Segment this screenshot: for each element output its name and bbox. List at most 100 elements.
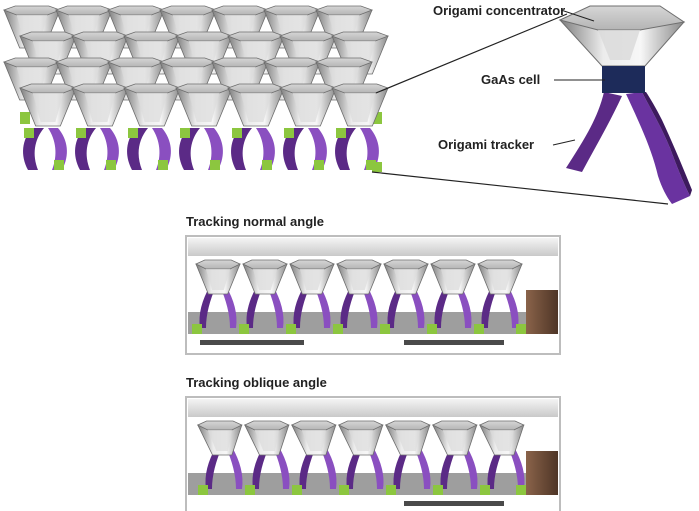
cup-rim: [195, 259, 241, 270]
tracker-ribbon: [256, 128, 275, 170]
tracker-ribbon: [434, 286, 451, 328]
cell-pad: [54, 160, 64, 170]
cup-inner: [301, 430, 326, 451]
cup-rim: [478, 420, 525, 431]
tracker-ribbon: [152, 128, 171, 170]
cup-rim: [106, 57, 166, 68]
tracker-ribbon: [308, 128, 327, 170]
cell-pad: [286, 324, 296, 334]
cup-rim: [196, 420, 243, 431]
tracker-ribbon: [502, 286, 519, 328]
tracker-ribbon: [314, 286, 331, 328]
tracker-ribbon: [179, 128, 200, 170]
panel-normal-title: Tracking normal angle: [186, 214, 324, 229]
zoom-line-top: [375, 13, 568, 94]
concentrator-cup: [196, 420, 243, 456]
tracker-ribbon: [199, 286, 216, 328]
concentrator-cup: [430, 259, 476, 295]
cup-rim: [158, 57, 218, 68]
cup-rim: [262, 5, 322, 16]
concentrator-cup: [122, 83, 182, 127]
cup-inner: [84, 93, 116, 122]
cup-rim: [336, 259, 382, 270]
concentrator-cup: [242, 259, 288, 295]
tracker-ribbon: [252, 447, 269, 489]
cell-pad: [180, 128, 190, 138]
panel-base: [188, 473, 558, 495]
cell-pad: [245, 485, 255, 495]
cell-pad: [427, 324, 437, 334]
cell-pad: [474, 324, 484, 334]
cell-pad: [106, 160, 116, 170]
tracker-ribbon-right-edge: [642, 92, 692, 196]
cup-inner: [207, 430, 232, 451]
concentrator-cup: [477, 259, 523, 295]
cell-pad: [433, 485, 443, 495]
cup-rim: [314, 57, 374, 68]
cup-inner: [136, 93, 168, 122]
tracker-ribbon: [220, 286, 237, 328]
concentrator-cup: [337, 420, 384, 456]
panel-top-glass: [188, 238, 558, 256]
cup-inner: [240, 93, 272, 122]
tracker-ribbon: [204, 128, 223, 170]
tracker-ribbon: [393, 447, 410, 489]
cup-rim: [2, 5, 62, 16]
tracker-ribbon: [461, 447, 478, 489]
cup-rim: [106, 5, 166, 16]
cup-rim: [242, 259, 288, 270]
concentrator-cup: [226, 83, 286, 127]
label-tracker: Origami tracker: [438, 137, 534, 152]
cup-inner: [348, 430, 373, 451]
concentrator-cup: [195, 259, 241, 295]
panel-oblique-title: Tracking oblique angle: [186, 375, 327, 390]
cup-rim: [226, 83, 286, 94]
tracker-ribbon: [340, 286, 357, 328]
cell-pad: [333, 324, 343, 334]
cell-pad: [372, 112, 382, 124]
cup-rim: [337, 420, 384, 431]
tracker-ribbon: [23, 128, 44, 170]
tracker-ribbon: [267, 286, 284, 328]
concentrator-cup: [290, 420, 337, 456]
tracker-ribbon: [48, 128, 67, 170]
tracker-ribbon: [360, 128, 379, 170]
cup-rim: [70, 83, 130, 94]
cup-rim: [158, 5, 218, 16]
concentrator-cup: [383, 259, 429, 295]
label-gaas-cell: GaAs cell: [481, 72, 540, 87]
support-block: [526, 451, 558, 495]
rail-bar: [200, 340, 304, 345]
support-block: [526, 290, 558, 334]
leader-tracker: [552, 139, 576, 146]
cell-pad: [516, 324, 526, 334]
tracker-ribbon: [205, 447, 222, 489]
zoom-line-bottom: [371, 171, 669, 205]
cell-pad: [158, 160, 168, 170]
concentrator-cup: [336, 259, 382, 295]
tracker-ribbon: [320, 447, 337, 489]
cup-rim: [278, 83, 338, 94]
cup-rim: [54, 5, 114, 16]
cup-rim: [262, 57, 322, 68]
cup-rim: [2, 57, 62, 68]
cell-pad: [198, 485, 208, 495]
cup-inner: [344, 93, 376, 122]
cell-pad: [192, 324, 202, 334]
cup-rim: [174, 31, 234, 42]
tracker-ribbon: [367, 447, 384, 489]
cell-pad: [372, 162, 382, 172]
concentrator-cup: [289, 259, 335, 295]
cell-pad: [210, 160, 220, 170]
leader-concentrator: [560, 9, 595, 22]
cell-pad: [128, 128, 138, 138]
cup-rim: [243, 420, 290, 431]
tracker-ribbon: [440, 447, 457, 489]
cup-rim: [290, 420, 337, 431]
cup-rim: [18, 83, 78, 94]
tracker-ribbon: [226, 447, 243, 489]
tracker-ribbon: [75, 128, 96, 170]
cell-pad: [262, 160, 272, 170]
concentrator-cup: [18, 83, 78, 127]
